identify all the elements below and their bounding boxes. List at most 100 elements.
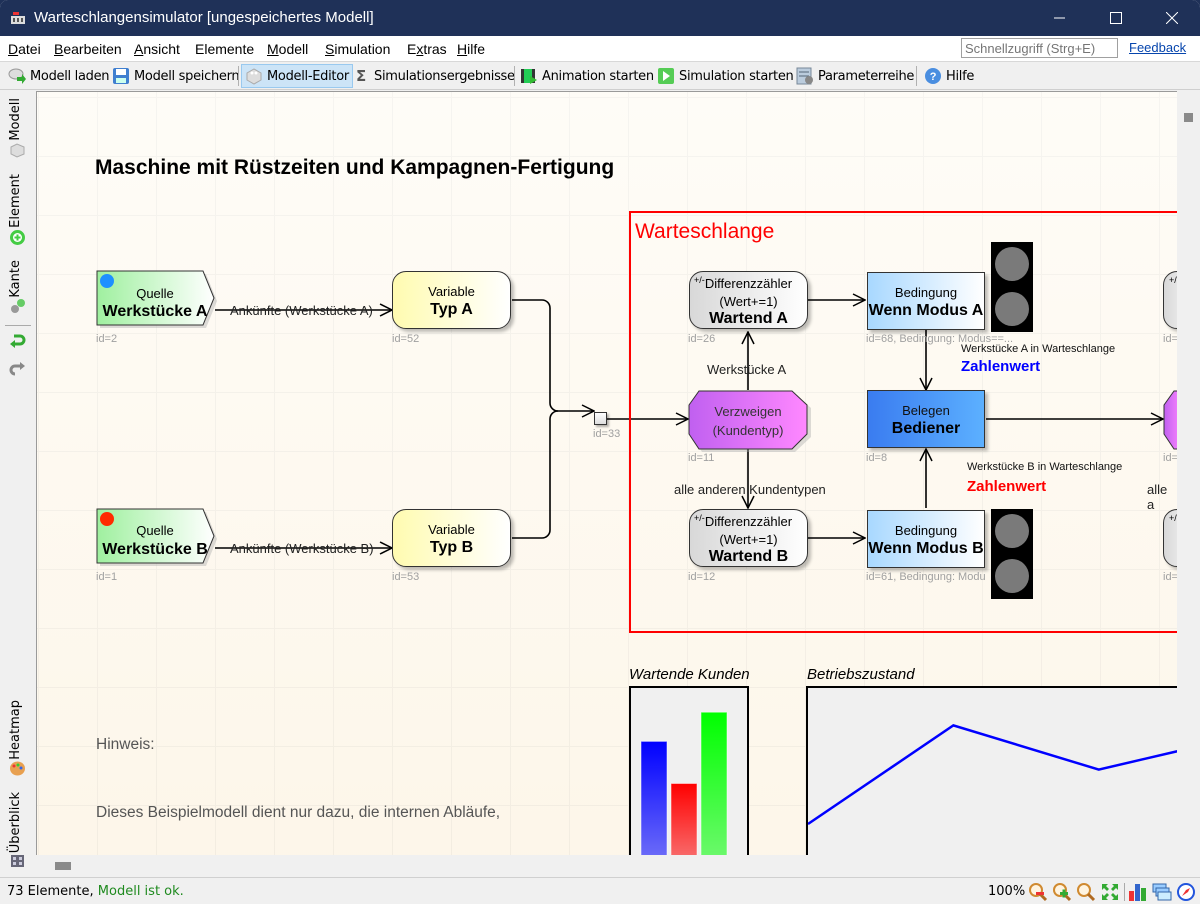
model-canvas[interactable]: Maschine mit Rüstzeiten und Kampagnen-Fe…	[36, 91, 1177, 855]
source-a-id: id=2	[96, 333, 118, 345]
sidebar-separator	[5, 325, 31, 326]
help-icon: ?	[925, 68, 941, 84]
variable-b-id: id=53	[392, 571, 420, 583]
heatmap-icon[interactable]	[9, 760, 26, 777]
add-element-icon[interactable]	[9, 229, 26, 246]
statistics-icon[interactable]	[1128, 882, 1148, 902]
toolbar-separator	[514, 66, 515, 86]
counter-b-id: id=12	[688, 571, 716, 583]
zoom-in-icon[interactable]	[1052, 882, 1072, 902]
feedback-link[interactable]: Feedback	[1129, 40, 1187, 55]
zoom-level: 100%	[988, 884, 1026, 899]
queue-a-display-value: Zahlenwert	[961, 358, 1041, 375]
source-b-type: Quelle	[136, 523, 174, 538]
maximize-button[interactable]	[1088, 0, 1144, 36]
help-button[interactable]: ? Hilfe	[921, 64, 977, 88]
parameter-series-button[interactable]: Parameterreihe	[793, 64, 917, 88]
variable-a-node[interactable]: Variable Typ A	[392, 271, 511, 329]
title-bar: Warteschlangensimulator [ungespeichertes…	[0, 0, 1200, 36]
menu-datei[interactable]: Datei	[8, 41, 41, 57]
condition-b-node[interactable]: Bedingung Wenn Modus B	[867, 510, 985, 568]
undo-icon[interactable]	[9, 333, 26, 350]
branch-node[interactable]	[688, 390, 812, 454]
line-chart	[806, 686, 1177, 855]
model-editor-label: Modell-Editor	[267, 68, 349, 84]
fit-to-window-icon[interactable]	[1100, 882, 1120, 902]
start-simulation-button[interactable]: Simulation starten	[654, 64, 797, 88]
simulation-results-label: Simulationsergebnisse	[374, 68, 515, 84]
queue-group-frame	[629, 211, 1177, 633]
toolbar-separator	[238, 66, 239, 86]
start-animation-label: Animation starten	[542, 68, 654, 84]
redo-icon[interactable]	[9, 360, 26, 377]
start-animation-button[interactable]: Animation starten	[517, 64, 657, 88]
source-b-dot	[100, 512, 114, 526]
source-b-name: Werkstücke B	[102, 541, 208, 558]
quick-access-input[interactable]	[961, 38, 1118, 58]
seize-node[interactable]: Belegen Bediener	[867, 390, 985, 448]
variable-b-node[interactable]: Variable Typ B	[392, 509, 511, 567]
menu-hilfe[interactable]: Hilfe	[457, 41, 486, 57]
menu-simulation[interactable]: Simulation	[325, 41, 391, 57]
branch-type: Verzweigen	[714, 404, 782, 419]
menu-extras[interactable]: Extras	[407, 41, 447, 57]
vertical-scrollbar[interactable]	[1177, 91, 1200, 877]
variable-b-name: Typ B	[429, 539, 474, 556]
junction-node[interactable]	[594, 412, 607, 425]
sidebar-tab-modell[interactable]: Modell	[8, 98, 23, 141]
bar-A	[640, 740, 668, 855]
partial-branch-node[interactable]	[1163, 390, 1177, 450]
menu-ansicht[interactable]: Ansicht	[134, 41, 180, 57]
open-model-button[interactable]: Modell laden	[5, 64, 112, 88]
minimize-button[interactable]	[1032, 0, 1088, 36]
window-title: Warteschlangensimulator [ungespeichertes…	[34, 9, 374, 26]
sidebar-tab-overview[interactable]: Überblick	[8, 792, 23, 854]
edge-var-a-junction	[512, 299, 594, 411]
counter-b-node[interactable]: +/- Differenzzähler (Wert+=1) Wartend B	[689, 509, 808, 567]
model-editor-button[interactable]: Modell-Editor	[241, 64, 353, 88]
model-heading: Maschine mit Rüstzeiten und Kampagnen-Fe…	[95, 156, 615, 179]
bar-chart-plot	[640, 711, 728, 855]
horizontal-scroll-thumb[interactable]	[55, 862, 71, 870]
counter-a-node[interactable]: +/- Differenzzähler (Wert+=1) Wartend A	[689, 271, 808, 329]
horizontal-scrollbar[interactable]	[36, 855, 1177, 877]
sidebar-tab-heatmap[interactable]: Heatmap	[8, 700, 23, 760]
add-edge-icon[interactable]	[9, 298, 26, 315]
menu-elemente[interactable]: Elemente	[195, 41, 255, 57]
close-button[interactable]	[1144, 0, 1200, 36]
save-model-button[interactable]: Modell speichern	[109, 64, 242, 88]
menu-modell[interactable]: Modell	[267, 41, 309, 57]
counter-a-name: Wartend A	[709, 310, 788, 327]
partial-counter-bottom-node[interactable]: +/	[1163, 509, 1177, 567]
overview-icon[interactable]	[9, 852, 26, 869]
hint-line: Hinweis:	[96, 736, 155, 753]
junction-id: id=33	[593, 428, 621, 440]
edges-layer	[215, 92, 1177, 855]
zoom-out-icon[interactable]	[1028, 882, 1048, 902]
branch-detail: (Kundentyp)	[712, 423, 784, 438]
zoom-reset-icon[interactable]	[1076, 882, 1096, 902]
queue-group-title: Warteschlange	[635, 220, 775, 243]
sidebar-tab-kante[interactable]: Kante	[8, 260, 23, 298]
vertical-scroll-thumb[interactable]	[1184, 113, 1193, 122]
sidebar-tab-element[interactable]: Element	[8, 174, 23, 228]
menu-bearbeiten[interactable]: Bearbeiten	[54, 41, 122, 57]
source-b-node[interactable]	[96, 508, 221, 570]
source-a-node[interactable]	[96, 270, 221, 332]
navigator-icon[interactable]	[1176, 882, 1196, 902]
seize-type: Belegen	[902, 403, 950, 418]
counter-b-prefix: +/-	[694, 513, 705, 523]
variable-a-id: id=52	[392, 333, 420, 345]
condition-a-type: Bedingung	[894, 285, 958, 300]
line-series-betriebszustand	[807, 724, 1177, 826]
model-icon[interactable]	[9, 142, 26, 159]
open-model-label: Modell laden	[30, 68, 110, 84]
condition-a-name: Wenn Modus A	[868, 302, 984, 319]
condition-a-node[interactable]: Bedingung Wenn Modus A	[867, 272, 985, 330]
start-simulation-label: Simulation starten	[679, 68, 794, 84]
element-count: 73 Elemente,	[7, 884, 94, 899]
layers-icon[interactable]	[1152, 882, 1172, 902]
simulation-results-button[interactable]: Σ Simulationsergebnisse	[353, 64, 518, 88]
hint-text: Hinweis: Dieses Beispielmodell dient nur…	[96, 689, 550, 855]
partial-counter-top-node[interactable]: +/	[1163, 271, 1177, 329]
